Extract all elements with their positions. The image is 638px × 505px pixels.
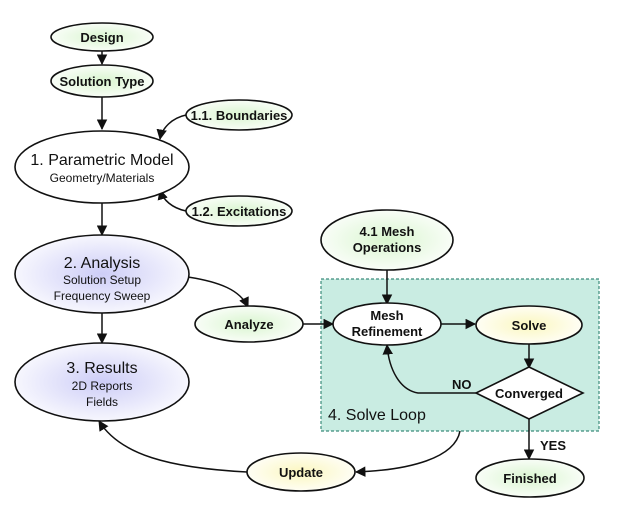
mesh-operations-line2: Operations xyxy=(353,240,422,255)
excitations-label: 1.2. Excitations xyxy=(192,204,287,219)
node-mesh-operations[interactable]: 4.1 Mesh Operations xyxy=(320,209,454,271)
mesh-refinement-line1: Mesh xyxy=(370,308,403,323)
solution-type-label: Solution Type xyxy=(60,74,145,89)
finished-label: Finished xyxy=(503,471,557,486)
solve-loop-label: 4. Solve Loop xyxy=(328,407,426,424)
analysis-line1: Solution Setup xyxy=(63,273,141,287)
yes-label: YES xyxy=(540,438,566,453)
node-boundaries[interactable]: 1.1. Boundaries xyxy=(185,99,293,131)
node-analysis[interactable]: 2. Analysis Solution Setup Frequency Swe… xyxy=(14,234,190,314)
node-finished[interactable]: Finished xyxy=(475,458,585,498)
edge-update-to-results xyxy=(98,420,248,473)
converged-label: Converged xyxy=(495,386,563,401)
mesh-operations-line1: 4.1 Mesh xyxy=(360,224,415,239)
analysis-line2: Frequency Sweep xyxy=(54,289,151,303)
analyze-label: Analyze xyxy=(224,317,273,332)
node-solve[interactable]: Solve xyxy=(475,305,583,345)
edge-converged-no-to-refinement xyxy=(382,343,476,394)
edges xyxy=(96,50,535,477)
node-results[interactable]: 3. Results 2D Reports Fields xyxy=(14,342,190,422)
mesh-refinement-line2: Refinement xyxy=(352,324,423,339)
edge-loop-to-update xyxy=(354,430,461,477)
node-update[interactable]: Update xyxy=(246,452,356,492)
node-solution-type[interactable]: Solution Type xyxy=(50,64,154,98)
node-analyze[interactable]: Analyze xyxy=(194,305,304,343)
node-design[interactable]: Design xyxy=(50,22,154,52)
parametric-model-sub: Geometry/Materials xyxy=(50,171,155,185)
node-mesh-refinement[interactable]: Mesh Refinement xyxy=(332,302,442,346)
edge-boundaries-to-model xyxy=(156,114,187,141)
parametric-model-title: 1. Parametric Model xyxy=(30,152,173,169)
update-label: Update xyxy=(279,465,323,480)
node-parametric-model[interactable]: 1. Parametric Model Geometry/Materials xyxy=(14,130,190,204)
solve-label: Solve xyxy=(512,318,547,333)
results-line1: 2D Reports xyxy=(72,379,133,393)
edge-analysis-to-analyze xyxy=(187,276,249,308)
design-label: Design xyxy=(80,30,123,45)
no-label: NO xyxy=(452,377,472,392)
results-line2: Fields xyxy=(86,395,118,409)
analysis-title: 2. Analysis xyxy=(64,255,140,272)
node-excitations[interactable]: 1.2. Excitations xyxy=(185,195,293,227)
results-title: 3. Results xyxy=(66,360,137,377)
boundaries-label: 1.1. Boundaries xyxy=(191,108,288,123)
node-converged[interactable]: Converged xyxy=(474,366,585,420)
